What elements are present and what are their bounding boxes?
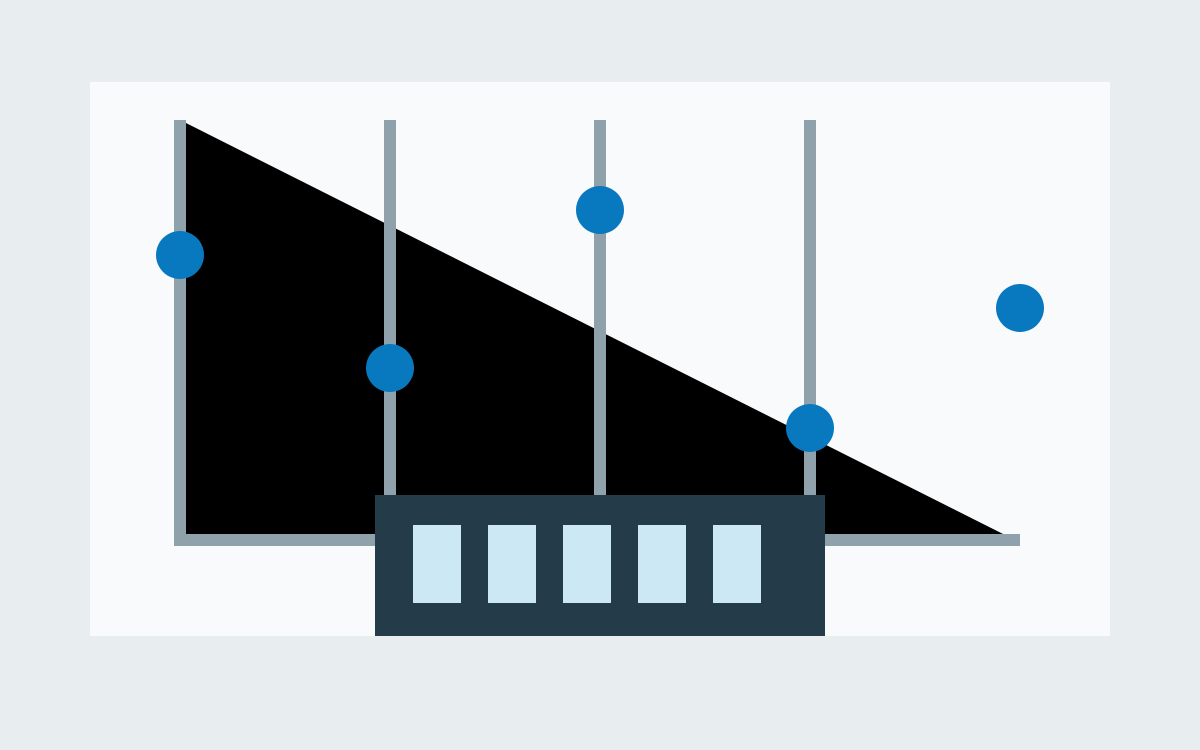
console-slot-5	[713, 525, 761, 603]
marker-5	[996, 284, 1044, 332]
marker-3	[576, 186, 624, 234]
console-slot-4	[638, 525, 686, 603]
console-panel	[375, 495, 825, 636]
marker-1	[156, 231, 204, 279]
console-slot-3	[563, 525, 611, 603]
console-slot-1	[413, 525, 461, 603]
marker-2	[366, 344, 414, 392]
console-slot-2	[488, 525, 536, 603]
marker-4	[786, 404, 834, 452]
